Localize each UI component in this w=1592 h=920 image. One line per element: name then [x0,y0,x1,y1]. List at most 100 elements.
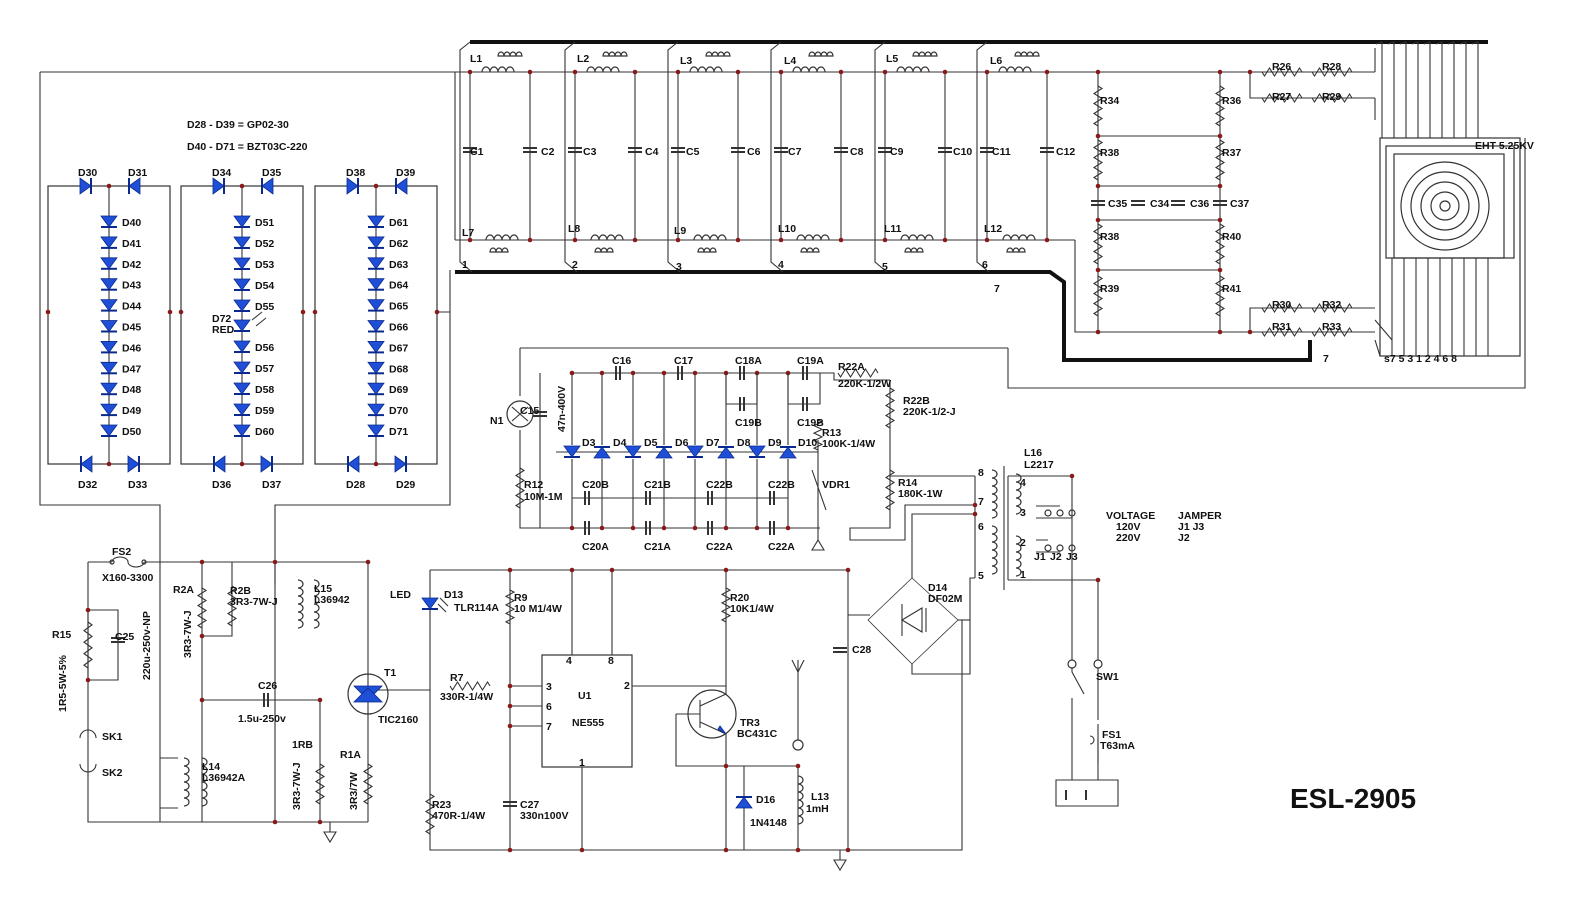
trafo-l16-value: L2217 [1024,459,1054,471]
diode-label: D59 [255,405,274,417]
diode-label: D57 [255,363,274,375]
top-resistor [1311,92,1353,104]
inductor-l13-value: 1mH [806,803,829,815]
zener-diode [367,236,385,249]
res-r22a-value: 220K-1/2W [838,378,891,390]
inductor-bottom-core [697,247,717,253]
res-r15-label: R15 [52,629,71,641]
diode-label: D30 [78,167,97,179]
rectifier-diode [127,455,140,473]
transistor-tr3-label: TR3 [740,717,760,729]
diode-label: D54 [255,280,274,292]
cap-c34-label: C34 [1150,198,1169,210]
resistor-r15 [83,621,93,669]
cap-c25-label: C25 [115,631,134,643]
inductor-bottom-core [1006,247,1026,253]
triac-t1-label: T1 [384,667,396,679]
ladder-resistor [1092,85,1104,127]
resistor-ladder [1074,48,1376,338]
trafo-secondary-coil [1015,473,1022,515]
diode-label: D29 [396,479,415,491]
inductor-top-core [705,51,731,57]
cap-label: C22A [706,541,733,553]
res-r9-label: R9 [514,592,528,604]
cap-c28-label: C28 [852,644,871,656]
diode-label: D49 [122,405,141,417]
jumper-j1-label: J1 [1034,551,1046,563]
res-r33-label: R33 [1322,321,1341,333]
cap-c19b-label: C19B [735,417,762,429]
res-r39-label: R39 [1100,283,1119,295]
diode-label: D68 [389,363,408,375]
note-gp02: D28 - D39 = GP02-30 [187,119,289,131]
jumper-j3-label: J3 [1066,551,1078,563]
capacitor-symbol [774,147,788,153]
resistor-r23 [424,793,436,835]
res-r28-label: R28 [1322,61,1341,73]
led-d13-symbol [421,597,439,610]
power-section [79,556,430,844]
resistor-r22a [837,367,879,379]
inductor-l11-label: L11 [884,223,902,235]
cap-c26-label: C26 [258,680,277,692]
zener-diode [367,361,385,375]
resistor-r2b [226,585,238,627]
resistor-r9 [504,589,516,625]
zener-diode [100,403,118,417]
zener-diode [100,257,118,270]
diode-label: D45 [122,322,141,334]
jumper-header: JAMPER [1178,510,1222,522]
cap-c19b2-label: C19B [797,417,824,429]
jumper-row2: J2 [1178,532,1190,544]
multiplier-diode [686,445,704,458]
diode-label: D34 [212,167,231,179]
inductor-bottom-coil [485,234,519,241]
ladder-resistor [1214,85,1226,127]
bridge-d14-value: DF02M [928,593,963,605]
zener-diode [233,257,251,270]
res-r14-value: 180K-1W [898,488,942,500]
cap-c35-label: C35 [1108,198,1127,210]
timer-section [421,567,963,872]
res-r2a-label: R2A [173,584,194,596]
res-r36-label: R36 [1222,95,1241,107]
stage-number-6: 6 [982,259,988,271]
cap-c15-value: 47n-400V [556,386,568,432]
inductor-bottom-core [594,247,614,253]
rectifier-diode [80,455,93,473]
rectifier-diode [260,455,273,473]
voltage-row2: 220V [1116,532,1141,544]
zener-diode [233,382,251,395]
ic-u1-value: NE555 [572,717,604,729]
inductor-top-coil [792,66,826,73]
res-r37-label: R37 [1222,147,1241,159]
diode-label: D61 [389,217,408,229]
cap-c9-label: C9 [890,146,904,158]
diode-label: D28 [346,479,365,491]
lc-filter-ladder [40,40,1488,362]
zener-diode [100,361,118,375]
res-r34-label: R34 [1100,95,1119,107]
inductor-l13-label: L13 [811,791,829,803]
cap-c11-label: C11 [992,146,1011,158]
fuse-fs2-label: FS2 [112,546,131,558]
capacitor-symbol [878,147,892,153]
bottom-resistor [1261,302,1303,314]
multiplier-capacitor [739,366,745,380]
transistor-tr3-value: BC431C [737,728,778,740]
triac-t1-value: TIC2160 [378,714,418,726]
fuse-fs1-label: FS1 [1102,729,1121,741]
cap-c6-label: C6 [747,146,761,158]
capacitor-symbol [980,147,994,153]
diode-d13-value: TLR114A [454,602,499,614]
cap-c2-label: C2 [541,146,555,158]
rectifier-diode [261,177,274,195]
diode-label: D56 [255,342,274,354]
res-r7-value: 330R-1/4W [440,691,493,703]
zener-diode [367,215,385,228]
resistor-r14 [884,469,896,511]
diode-stacks [39,72,451,822]
inductor-bottom-coil [693,234,727,241]
zener-diode [367,424,385,437]
trafo-pin-6: 6 [978,521,984,533]
